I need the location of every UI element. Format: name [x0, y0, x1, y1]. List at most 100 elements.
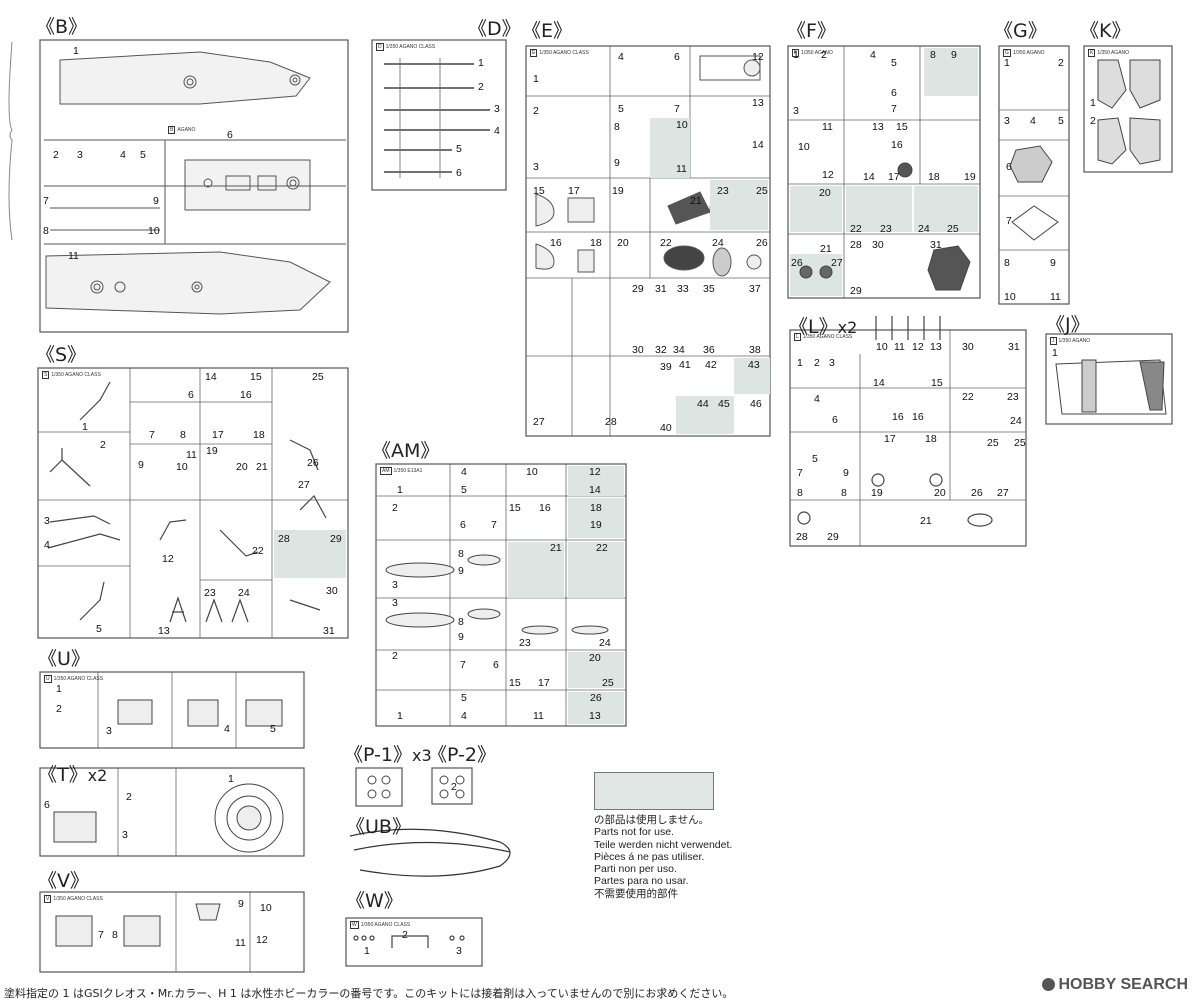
part-number: 17 [212, 429, 224, 441]
legend-line-ja: の部品は使用しません。 [594, 814, 710, 826]
part-number: 25 [987, 437, 999, 449]
part-number: 15 [250, 371, 262, 383]
sprue-letter-tag: E [530, 49, 538, 57]
part-number: 17 [538, 677, 550, 689]
part-number: 2 [100, 439, 106, 451]
sprue-multiplier: x2 [837, 318, 858, 337]
part-number: 2 [478, 81, 484, 93]
part-number: 12 [752, 51, 764, 63]
part-number: 2 [533, 105, 539, 117]
part-number: 19 [612, 185, 624, 197]
part-number: 9 [238, 898, 244, 910]
part-number: 8 [614, 121, 620, 133]
part-number: 13 [589, 710, 601, 722]
sprue-header-text: AGANO [177, 127, 196, 133]
sprue-label-text: 《L》 [789, 316, 838, 338]
part-number: 5 [618, 103, 624, 115]
hobbysearch-logo-icon [1041, 978, 1055, 992]
part-number: 10 [260, 902, 272, 914]
part-number: 1 [397, 710, 403, 722]
part-number: 22 [962, 391, 974, 403]
part-number: 6 [891, 87, 897, 99]
part-number: 37 [749, 283, 761, 295]
part-number: 21 [690, 195, 702, 207]
sprue-header-text: 1/350 AGANO CLASS [539, 50, 589, 56]
sprue-frame-f [787, 45, 981, 299]
part-number: 28 [796, 531, 808, 543]
part-number: 31 [655, 283, 667, 295]
part-number: 19 [206, 445, 218, 457]
sprue-letter-tag: V [44, 895, 52, 903]
part-number: 1 [1052, 347, 1058, 359]
part-number: 39 [660, 361, 672, 373]
part-number: 8 [180, 429, 186, 441]
sprue-frame-g [998, 45, 1070, 305]
part-number: 8 [458, 548, 464, 560]
sprue-header-text: 1/350 AGANO [1097, 50, 1130, 56]
part-number: 4 [870, 49, 876, 61]
part-number: 9 [138, 459, 144, 471]
part-number: 27 [831, 257, 843, 269]
part-number: 7 [1006, 215, 1012, 227]
sprue-label-text: 《S》 [36, 344, 87, 366]
part-number: 1 [73, 45, 79, 57]
part-number: 30 [872, 239, 884, 251]
sprue-letter-tag: U [44, 675, 52, 683]
sprue-label-text: 《J》 [1046, 314, 1090, 336]
part-number: 20 [819, 187, 831, 199]
sprue-label-text: 《AM》 [372, 440, 440, 462]
part-number: 10 [1004, 291, 1016, 303]
sprue-letter-tag: F [792, 49, 800, 57]
part-number: 23 [717, 185, 729, 197]
sprue-header-text: 1/350 AGANO [801, 50, 833, 56]
sprue-label-text: 《K》 [1080, 20, 1131, 42]
sprue-letter-tag: D [376, 43, 384, 51]
part-number: 28 [850, 239, 862, 251]
part-number: 2 [53, 149, 59, 161]
sprue-label-text: 《W》 [346, 890, 403, 912]
legend-line-it: Parti non per uso. [594, 863, 677, 876]
part-number: 2 [821, 49, 827, 61]
part-number: 1 [793, 49, 799, 61]
part-number: 6 [674, 51, 680, 63]
part-number: 20 [236, 461, 248, 473]
part-number: 7 [98, 929, 104, 941]
sprue-label-am: 《AM》 [372, 442, 439, 461]
part-number: 7 [460, 659, 466, 671]
part-number: 13 [930, 341, 942, 353]
part-number: 24 [238, 587, 250, 599]
part-number: 11 [68, 250, 79, 262]
part-number: 9 [614, 157, 620, 169]
sprue-letter-tag: S [42, 371, 50, 379]
part-number: 8 [841, 487, 847, 499]
part-number: 29 [827, 531, 839, 543]
sprue-label-s: 《S》 [36, 346, 86, 365]
part-number: 29 [632, 283, 644, 295]
part-number: 7 [674, 103, 680, 115]
part-number: 4 [814, 393, 820, 405]
sprue-header-text: 1/350 AGANO [1012, 50, 1045, 56]
part-number: 9 [153, 195, 159, 207]
sprue-header-text: 1/350 AGANO CLASS [360, 922, 411, 928]
paint-note-footer: 塗料指定の 1 はGSIクレオス・Mr.カラー、H 1 は水性ホビーカラーの番号… [4, 987, 734, 1000]
part-number: 1 [1090, 97, 1096, 109]
sprue-label-k: 《K》 [1080, 22, 1130, 41]
part-number: 12 [822, 169, 834, 181]
sprue-frame-p-2 [431, 767, 473, 805]
part-number: 5 [461, 484, 467, 496]
sprue-frame-k [1083, 45, 1173, 173]
sprue-frame-am [375, 463, 627, 727]
sprue-header-text: 1/350 AGANO CLASS [53, 896, 103, 902]
part-number: 11 [533, 710, 544, 722]
part-number: 24 [918, 223, 930, 235]
part-number: 24 [712, 237, 724, 249]
sprue-label-text: 《U》 [38, 648, 90, 670]
legend-line-en: Parts not for use. [594, 826, 674, 839]
legend-line-fr: Pièces á ne pas utiliser. [594, 850, 705, 863]
sprue-header-text: 1/350 AGANO CLASS [53, 676, 104, 682]
part-number: 8 [930, 49, 936, 61]
sprue-header-text: 1/350 AGANO CLASS [385, 44, 436, 50]
